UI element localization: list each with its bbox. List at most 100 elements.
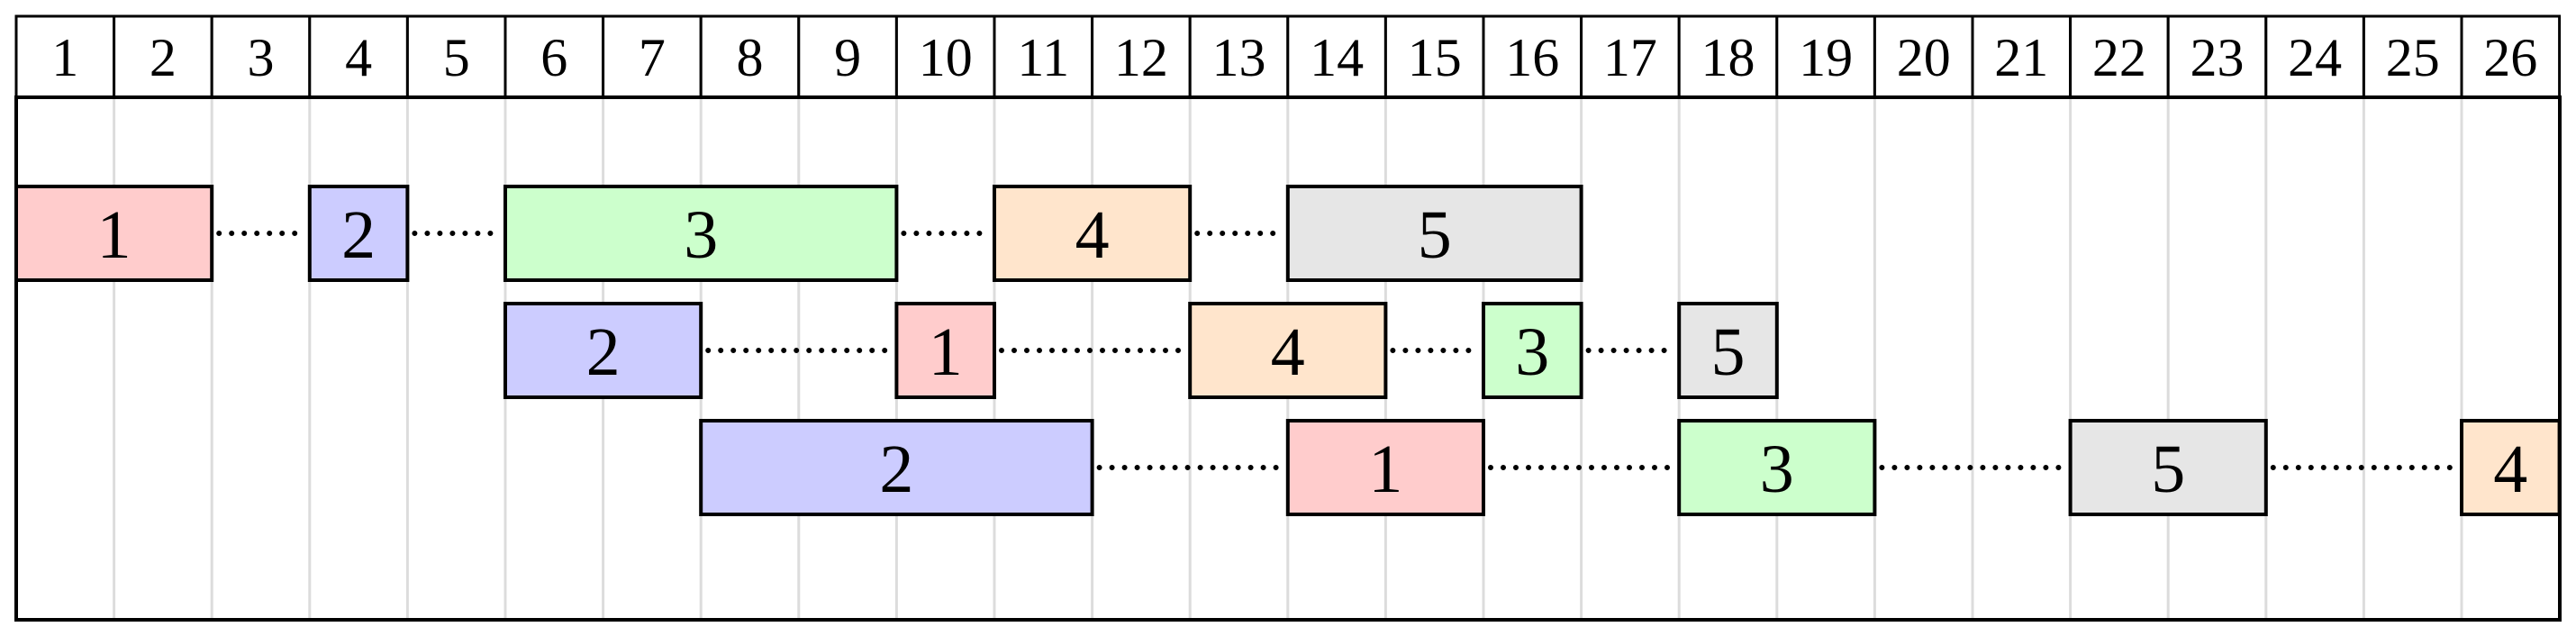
task-block-label: 1 <box>97 197 132 273</box>
timeline-cell: 6 <box>503 14 605 99</box>
timeline-cell: 12 <box>1091 14 1192 99</box>
timeline-cell: 24 <box>2264 14 2365 99</box>
timeline-cell-label: 1 <box>51 28 78 87</box>
task-block-label: 5 <box>2151 432 2185 507</box>
task-block-rect <box>1677 302 1779 399</box>
timeline-cell-box <box>14 14 116 99</box>
timeline-cell: 22 <box>2069 14 2170 99</box>
task-block-rect <box>503 185 899 282</box>
task-block: 1 <box>14 185 214 282</box>
task-block-label: 5 <box>1711 314 1746 390</box>
timeline-cell-label: 24 <box>2288 28 2342 87</box>
timeline-cell: 15 <box>1383 14 1485 99</box>
timeline-cell: 23 <box>2166 14 2268 99</box>
timeline-cell-box <box>1188 14 1290 99</box>
timeline-cell-box <box>1971 14 2073 99</box>
timeline-cell-box <box>1286 14 1387 99</box>
timeline-cell-label: 7 <box>639 28 666 87</box>
timeline-cell: 3 <box>210 14 312 99</box>
task-block-label: 5 <box>1418 197 1452 273</box>
timeline-cell-label: 6 <box>540 28 567 87</box>
timeline-cell-box <box>2264 14 2365 99</box>
task-block: 1 <box>894 302 997 399</box>
timeline-cell: 8 <box>699 14 801 99</box>
timeline-cell-label: 8 <box>737 28 764 87</box>
timeline-cell: 7 <box>602 14 703 99</box>
task-block-rect <box>993 185 1193 282</box>
timeline-cell-label: 23 <box>2191 28 2245 87</box>
timeline-cell-label: 26 <box>2483 28 2537 87</box>
timeline-cell-label: 2 <box>150 28 177 87</box>
timeline-cell-label: 9 <box>834 28 861 87</box>
timeline-cell: 1 <box>14 14 116 99</box>
task-block-rect <box>2460 419 2562 516</box>
timeline-cell-label: 10 <box>919 28 973 87</box>
task-block-label: 3 <box>684 197 718 273</box>
timeline-cell: 26 <box>2460 14 2562 99</box>
timeline-cell: 10 <box>894 14 996 99</box>
timeline-cell-label: 11 <box>1017 28 1069 87</box>
timeline-cell: 20 <box>1873 14 1974 99</box>
task-block-rect <box>503 302 703 399</box>
timeline-cell-label: 19 <box>1799 28 1853 87</box>
task-block-label: 4 <box>2493 432 2527 507</box>
task-row: 2 1 3 5 4 <box>699 419 2562 516</box>
timeline-cell-label: 18 <box>1701 28 1755 87</box>
task-block-rect <box>2068 419 2268 516</box>
chart-frame <box>14 95 2562 622</box>
timeline-cell-label: 21 <box>1994 28 2048 87</box>
timeline-cell: 16 <box>1482 14 1583 99</box>
task-block-label: 2 <box>879 432 913 507</box>
timeline-cell: 13 <box>1188 14 1290 99</box>
timeline-cell-box <box>1580 14 1681 99</box>
task-block: 2 <box>307 185 410 282</box>
task-block: 1 <box>1285 419 1486 516</box>
timeline-cell-box <box>602 14 703 99</box>
task-block: 4 <box>1188 302 1388 399</box>
task-block: 5 <box>2068 419 2268 516</box>
task-row: 2 1 4 3 5 <box>503 302 1779 399</box>
task-block: 3 <box>503 185 899 282</box>
task-block-label: 4 <box>1075 197 1110 273</box>
timeline-cell-label: 17 <box>1603 28 1657 87</box>
timeline-cell: 17 <box>1580 14 1681 99</box>
task-block-rect <box>894 302 997 399</box>
task-block-label: 2 <box>586 314 621 390</box>
task-block-label: 1 <box>929 314 963 390</box>
timeline-cell: 5 <box>405 14 507 99</box>
task-block-rect <box>1285 185 1583 282</box>
task-block-label: 4 <box>1271 314 1305 390</box>
task-block: 3 <box>1677 419 1877 516</box>
task-block: 4 <box>2460 419 2562 516</box>
task-block-label: 3 <box>1515 314 1549 390</box>
timeline-cell: 14 <box>1286 14 1387 99</box>
timeline-cell: 21 <box>1971 14 2073 99</box>
task-block-rect <box>1482 302 1583 399</box>
timeline-cell-label: 25 <box>2386 28 2440 87</box>
task-block: 2 <box>699 419 1094 516</box>
task-block-rect <box>1188 302 1388 399</box>
timeline-cell: 18 <box>1677 14 1779 99</box>
task-block-rect <box>14 185 214 282</box>
task-block-rect <box>307 185 410 282</box>
timeline-cell: 25 <box>2362 14 2463 99</box>
timeline-cell-label: 12 <box>1114 28 1168 87</box>
task-block-rect <box>1285 419 1486 516</box>
timeline-cell-box <box>2166 14 2268 99</box>
timeline-cell: 11 <box>993 14 1094 99</box>
task-block: 5 <box>1677 302 1779 399</box>
timeline-cell-label: 22 <box>2092 28 2146 87</box>
timeline-cell: 19 <box>1775 14 1876 99</box>
timeline-cell-box <box>308 14 409 99</box>
timeline-cell: 2 <box>113 14 213 99</box>
task-block: 2 <box>503 302 703 399</box>
timeline-cell-box <box>503 14 605 99</box>
timeline-cell: 9 <box>797 14 898 99</box>
timeline-cell-label: 5 <box>443 28 470 87</box>
timeline-cell-label: 3 <box>248 28 275 87</box>
task-block-label: 3 <box>1760 432 1794 507</box>
task-row: 1 2 3 4 5 <box>14 185 1583 282</box>
task-block-label: 2 <box>341 197 376 273</box>
